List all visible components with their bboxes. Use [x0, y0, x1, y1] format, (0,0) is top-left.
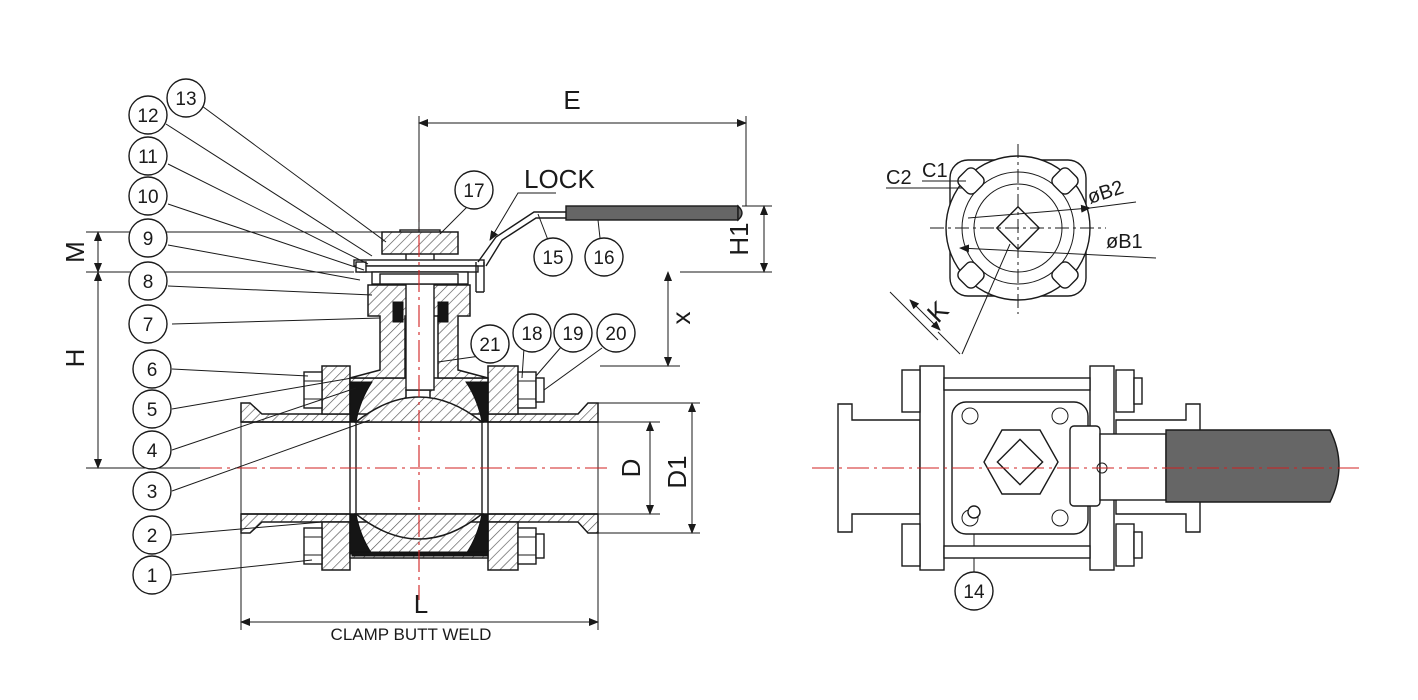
dim-h: H — [60, 349, 90, 368]
handle-arm — [475, 211, 566, 293]
svg-text:2: 2 — [147, 526, 158, 547]
caption-clamp-butt-weld: CLAMP BUTT WELD — [331, 625, 492, 644]
svg-text:14: 14 — [963, 582, 985, 603]
right-end-cap-top — [487, 365, 519, 415]
balloon-4: 4 — [132, 430, 172, 470]
stem — [405, 235, 435, 391]
plan-view — [812, 365, 1362, 571]
balloon-13: 13 — [166, 78, 206, 118]
balloon-17: 17 — [454, 170, 494, 210]
svg-text:20: 20 — [605, 324, 626, 345]
left-end-cap-bottom — [321, 521, 351, 571]
ball-top-section — [353, 396, 485, 423]
balloon-1: 1 — [132, 555, 172, 595]
dim-d: D — [616, 459, 646, 478]
left-end-cap-top — [321, 365, 351, 415]
svg-text:10: 10 — [137, 187, 158, 208]
left-seat-top — [349, 381, 373, 423]
balloon-12: 12 — [128, 95, 168, 135]
dim-m: M — [60, 241, 90, 263]
mounting-pad-view: øB1 øB2 C1 C2 K — [886, 144, 1157, 355]
svg-text:8: 8 — [143, 272, 154, 293]
svg-text:16: 16 — [593, 248, 614, 269]
dim-l: L — [414, 589, 428, 619]
balloon-19: 19 — [553, 313, 593, 353]
balloon-9: 9 — [128, 218, 168, 258]
svg-text:6: 6 — [147, 360, 158, 381]
dim-d1: D1 — [662, 455, 692, 488]
balloon-14: 14 — [954, 571, 994, 611]
dim-c1: C1 — [922, 160, 948, 182]
balloon-18: 18 — [512, 313, 552, 353]
svg-text:7: 7 — [143, 315, 154, 336]
svg-text:4: 4 — [147, 441, 158, 462]
dim-k: K — [921, 294, 955, 328]
dimensions: E H1 x M H D D1 L CLAMP BUTT WE — [60, 85, 772, 644]
svg-text:12: 12 — [137, 106, 158, 127]
left-bottom-bolt — [303, 527, 323, 565]
right-top-bolt — [517, 371, 545, 409]
balloon-20: 20 — [596, 313, 636, 353]
stop-pin — [355, 261, 367, 273]
right-end-cap-bottom — [487, 521, 519, 571]
svg-text:19: 19 — [562, 324, 583, 345]
bottom-body-gasket — [351, 551, 489, 557]
gland-packing-right — [437, 301, 449, 323]
dim-h1: H1 — [724, 222, 754, 255]
dim-c2: C2 — [886, 167, 912, 189]
right-bottom-bolt — [517, 527, 545, 565]
balloon-16: 16 — [584, 237, 624, 277]
balloon-11: 11 — [128, 136, 168, 176]
svg-text:5: 5 — [147, 400, 158, 421]
dim-b1: øB1 — [1106, 231, 1143, 253]
leader-lines — [165, 105, 975, 576]
balloon-3: 3 — [132, 471, 172, 511]
balloon-6: 6 — [132, 349, 172, 389]
section-view — [200, 200, 743, 600]
balloon-21: 21 — [470, 324, 510, 364]
balloon-7: 7 — [128, 304, 168, 344]
left-top-bolt — [303, 371, 323, 409]
gland-packing — [392, 301, 404, 323]
svg-text:11: 11 — [138, 147, 158, 168]
lock-label: LOCK — [524, 164, 595, 194]
handle-grip — [565, 205, 739, 221]
svg-text:1: 1 — [147, 566, 158, 587]
svg-text:18: 18 — [521, 324, 542, 345]
svg-text:13: 13 — [175, 89, 196, 110]
svg-text:3: 3 — [147, 482, 158, 503]
dim-e: E — [563, 85, 580, 115]
balloon-15: 15 — [533, 237, 573, 277]
stem-nut — [381, 231, 459, 255]
callout-balloons: 1 2 3 4 5 6 7 8 9 10 11 12 13 14 15 16 1… — [128, 78, 994, 611]
balloon-10: 10 — [128, 176, 168, 216]
right-seat-top — [465, 381, 489, 423]
balloon-5: 5 — [132, 389, 172, 429]
dim-x: x — [666, 312, 696, 325]
svg-text:15: 15 — [542, 248, 563, 269]
svg-text:21: 21 — [479, 335, 500, 356]
svg-text:17: 17 — [463, 181, 484, 202]
balloon-2: 2 — [132, 515, 172, 555]
svg-text:9: 9 — [143, 229, 154, 250]
balloon-8: 8 — [128, 261, 168, 301]
